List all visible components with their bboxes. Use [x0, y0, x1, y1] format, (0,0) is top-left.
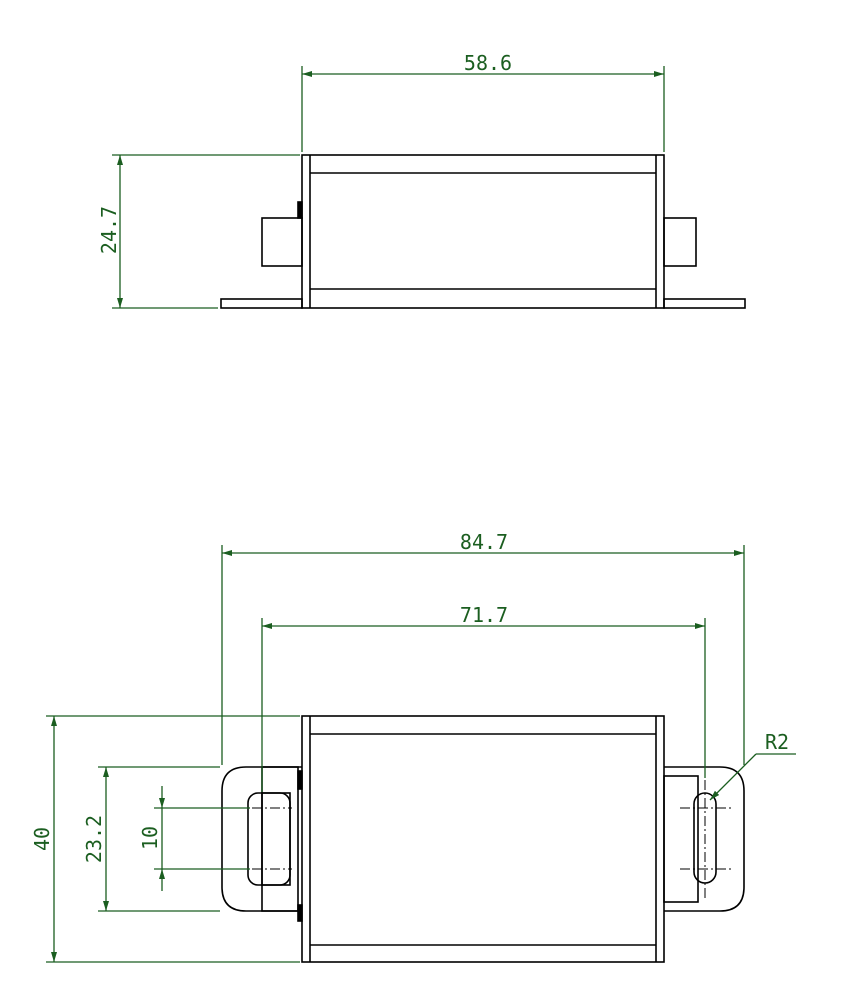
left-slot-inner — [261, 792, 291, 886]
top-view-left-nub — [297, 201, 303, 219]
bottom-view-dimensions — [46, 545, 796, 963]
dim-label-r2: R2 — [765, 730, 789, 754]
leader-r2 — [709, 753, 757, 801]
dim-label-23-2: 23.2 — [82, 815, 106, 863]
dim-label-40: 40 — [30, 827, 54, 851]
left-tab-block — [261, 766, 299, 912]
right-tab-block — [663, 775, 699, 903]
dim-label-24-7: 24.7 — [97, 206, 121, 254]
bottom-view — [221, 715, 745, 963]
dim-label-84-7: 84.7 — [460, 530, 508, 554]
dim-label-10: 10 — [138, 826, 162, 850]
top-view-right-connector — [663, 217, 697, 267]
bottom-view-body — [301, 715, 665, 963]
right-mounting-tab — [664, 766, 745, 912]
left-slot — [247, 792, 291, 886]
left-tab-nub — [297, 770, 303, 790]
top-view — [220, 154, 746, 309]
left-tab-nub — [297, 904, 303, 922]
left-mounting-tab — [221, 766, 302, 912]
top-view-left-connector — [261, 217, 303, 267]
top-view-flange-left — [220, 298, 303, 309]
top-view-flange-right — [663, 298, 746, 309]
dim-label-71-7: 71.7 — [460, 603, 508, 627]
dim-label-58-6: 58.6 — [464, 51, 512, 75]
centerlines — [252, 780, 734, 898]
top-view-dimensions — [112, 66, 665, 309]
top-view-body — [301, 154, 665, 309]
